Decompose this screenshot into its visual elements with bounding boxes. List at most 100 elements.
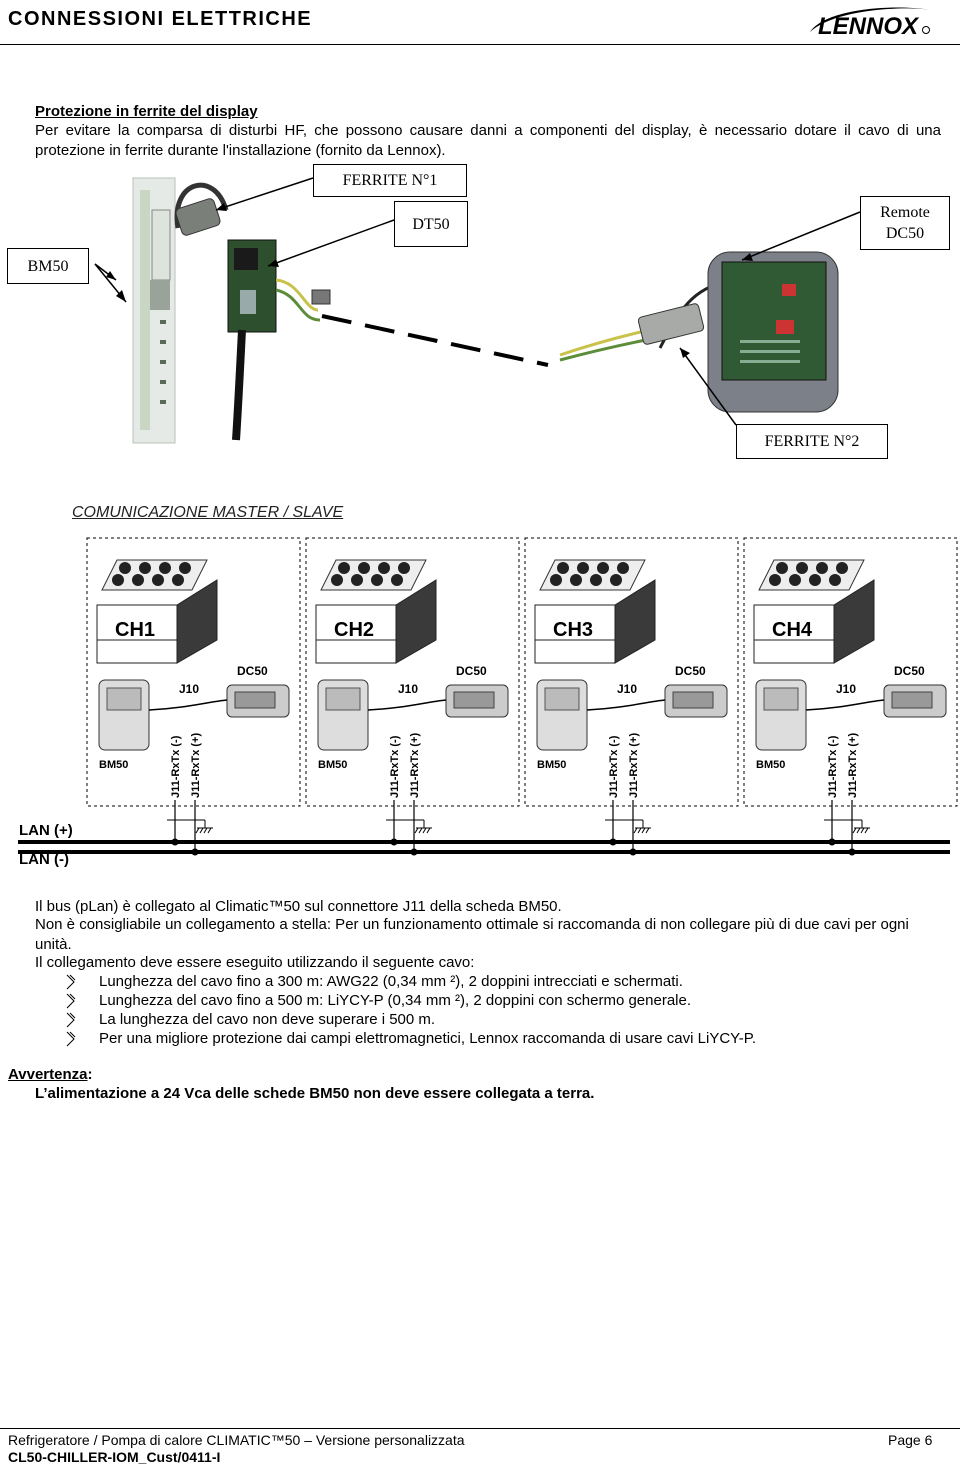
fan-icon — [112, 574, 124, 586]
list-item: Per una migliore protezione dai campi el… — [35, 1029, 941, 1048]
ground-hatch — [852, 827, 857, 834]
ground-hatch — [641, 827, 646, 834]
fan-icon — [550, 574, 562, 586]
lan-minus-junction — [191, 848, 199, 856]
j10-connector-label: J10 — [398, 682, 418, 696]
dc50-screen — [672, 691, 714, 709]
unit-border — [86, 537, 301, 807]
ferrite-photo-diagram — [94, 177, 861, 444]
bm50-module — [325, 687, 361, 711]
fan-icon — [577, 562, 589, 574]
fan-icon — [371, 574, 383, 586]
bm50-board-label: BM50 — [99, 759, 128, 771]
fan-icon — [358, 562, 370, 574]
label-dt50: DT50 — [394, 201, 468, 247]
unit-border — [305, 537, 520, 807]
footer-rule — [0, 1428, 960, 1429]
fan-icon — [338, 562, 350, 574]
lan-plus-label: LAN (+) — [19, 822, 73, 839]
fan-icon — [610, 574, 622, 586]
unit-name-label: CH4 — [772, 619, 813, 641]
fan-icon — [776, 562, 788, 574]
chiller-side — [176, 579, 218, 664]
ground-hatch — [207, 827, 212, 834]
bullet-icon — [66, 974, 76, 990]
section-title-master-slave: COMUNICAZIONE MASTER / SLAVE — [72, 504, 344, 521]
bullet-icon — [66, 993, 76, 1009]
j10-cable — [367, 699, 447, 711]
fan-icon — [139, 562, 151, 574]
dc50-screen — [891, 691, 933, 709]
fan-icon — [597, 562, 609, 574]
bm50-module — [763, 687, 799, 711]
j10-connector-label: J10 — [617, 682, 637, 696]
j11-plus-label: J11-RxTx (+) — [847, 733, 859, 798]
unit-name-label: CH2 — [334, 619, 374, 641]
list-item: Lunghezza del cavo fino a 300 m: AWG22 (… — [35, 972, 941, 991]
ground-hatch — [203, 827, 208, 834]
fan-icon — [557, 562, 569, 574]
fan-icon — [351, 574, 363, 586]
list-item-text: Lunghezza del cavo fino a 300 m: AWG22 (… — [99, 973, 683, 990]
lan-plus-junction — [390, 838, 398, 846]
unit-name-label: CH3 — [553, 619, 593, 641]
svg-text:LENNOX: LENNOX — [818, 13, 920, 40]
dc50-display-label: DC50 — [456, 664, 487, 678]
fan-icon — [617, 562, 629, 574]
section-title-ferrite: Protezione in ferrite del display — [35, 103, 258, 120]
fan-icon — [119, 562, 131, 574]
dc50-display-label: DC50 — [894, 664, 925, 678]
ground-hatch — [418, 827, 423, 834]
fan-icon — [172, 574, 184, 586]
bm50-board-label: BM50 — [537, 759, 566, 771]
list-item: La lunghezza del cavo non deve superare … — [35, 1010, 941, 1029]
lan-plus-junction — [609, 838, 617, 846]
fan-icon — [159, 562, 171, 574]
j10-cable — [805, 699, 885, 711]
fan-icon — [789, 574, 801, 586]
fan-icon — [836, 562, 848, 574]
unit-border — [524, 537, 739, 807]
label-ferrite-1: FERRITE N°1 — [313, 164, 467, 197]
j11-plus-label: J11-RxTx (+) — [190, 733, 202, 798]
fan-icon — [398, 562, 410, 574]
dc50-screen — [453, 691, 495, 709]
dc50-display-label: DC50 — [237, 664, 268, 678]
dc50-display-label: DC50 — [675, 664, 706, 678]
label-bm50: BM50 — [7, 248, 89, 284]
list-item-text: Per una migliore protezione dai campi el… — [99, 1030, 757, 1047]
lan-plus-junction — [171, 838, 179, 846]
chiller-side — [614, 579, 656, 664]
j11-plus-label: J11-RxTx (+) — [628, 733, 640, 798]
ground-hatch — [414, 827, 419, 834]
page-header-title: CONNESSIONI ELETTRICHE — [8, 8, 313, 30]
body-paragraph-3: Il collegamento deve essere eseguito uti… — [35, 954, 475, 971]
fan-icon — [829, 574, 841, 586]
fan-icon — [570, 574, 582, 586]
bm50-module — [544, 687, 580, 711]
fan-icon — [796, 562, 808, 574]
footer-page-number: Page 6 — [888, 1432, 933, 1448]
chiller-front — [534, 604, 616, 664]
fan-icon — [179, 562, 191, 574]
fan-icon — [816, 562, 828, 574]
body-paragraph-2: Non è consigliabile un collegamento a st… — [35, 916, 909, 953]
j11-minus-label: J11-RxTx (-) — [389, 735, 401, 798]
header-rule — [0, 44, 960, 45]
bm50-board-label: BM50 — [756, 759, 785, 771]
bm50-board-label: BM50 — [318, 759, 347, 771]
warning-text: L’alimentazione a 24 Vca delle schede BM… — [35, 1085, 595, 1102]
ground-hatch — [860, 827, 865, 834]
body-paragraph-1: Il bus (pLan) è collegato al Climatic™50… — [35, 898, 562, 915]
list-item: Lunghezza del cavo fino a 500 m: LiYCY-P… — [35, 991, 941, 1010]
ground-hatch — [199, 827, 204, 834]
dc50-screen — [234, 691, 276, 709]
label-ferrite-2: FERRITE N°2 — [736, 424, 888, 459]
lan-minus-label: LAN (-) — [19, 851, 69, 868]
lan-minus-junction — [848, 848, 856, 856]
fan-icon — [809, 574, 821, 586]
